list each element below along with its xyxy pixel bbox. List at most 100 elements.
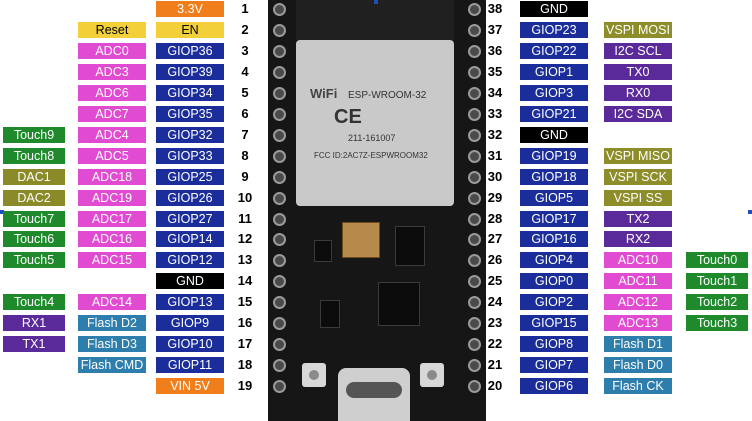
pin-hole [468,317,481,330]
edge-marker [0,210,4,214]
module-brand: WiFi [310,86,338,101]
pin-hole [273,108,286,121]
pin-label-gpio: GIOP36 [156,43,224,59]
pin-label-flash: Flash CK [604,378,672,394]
pin-label-serial: RX0 [604,85,672,101]
pin-number: 19 [237,378,253,393]
pin-label-gpio: GIOP11 [156,357,224,373]
pin-hole [273,150,286,163]
pin-label-gpio: GIOP6 [520,378,588,394]
pin-label-flash: Flash D2 [78,315,146,331]
pin-label-adc: ADC4 [78,127,146,143]
pin-label-i2c: I2C SDA [604,106,672,122]
pin-hole [273,171,286,184]
pin-label-spi: VSPI SS [604,190,672,206]
pin-number: 32 [487,127,503,142]
pin-hole [468,359,481,372]
pin-label-gnd: GND [520,127,588,143]
pin-label-gpio: GIOP0 [520,273,588,289]
pin-hole [468,45,481,58]
pin-label-adc: ADC12 [604,294,672,310]
pin-label-i2c: I2C SCL [604,43,672,59]
pin-label-gpio: GIOP39 [156,64,224,80]
pin-number: 9 [241,169,249,184]
pin-label-touch: Touch3 [686,315,748,331]
pin-number: 29 [487,190,503,205]
pin-hole [468,192,481,205]
pin-number: 10 [237,190,253,205]
pin-number: 4 [241,64,249,79]
pin-hole [273,254,286,267]
pin-number: 23 [487,315,503,330]
pin-label-gpio: GIOP35 [156,106,224,122]
pin-label-gpio: GIOP17 [520,211,588,227]
pin-label-dac: DAC1 [3,169,65,185]
pin-label-serial: TX2 [604,211,672,227]
pin-label-adc: ADC19 [78,190,146,206]
pin-label-gnd: GND [156,273,224,289]
pin-label-adc: ADC6 [78,85,146,101]
voltage-regulator [395,226,425,266]
pin-label-gpio: GIOP10 [156,336,224,352]
pin-label-touch: Touch1 [686,273,748,289]
pin-label-reset: EN [156,22,224,38]
pin-label-gpio: GIOP12 [156,252,224,268]
pin-hole [468,66,481,79]
pin-number: 7 [241,127,249,142]
en-button[interactable] [420,363,444,387]
pin-hole [468,108,481,121]
pin-number: 35 [487,64,503,79]
pin-label-gpio: GIOP21 [520,106,588,122]
pin-label-flash: Flash D0 [604,357,672,373]
pin-number: 37 [487,22,503,37]
pin-number: 33 [487,106,503,121]
pin-number: 21 [487,357,503,372]
fcc-id: FCC ID:2AC7Z-ESPWROOM32 [314,151,428,160]
pin-hole [273,87,286,100]
cert-number: 211-161007 [348,133,396,143]
pin-label-gpio: GIOP4 [520,252,588,268]
pin-number: 8 [241,148,249,163]
pin-hole [468,24,481,37]
pin-label-adc: ADC15 [78,252,146,268]
pin-label-gpio: GIOP13 [156,294,224,310]
pin-hole [468,129,481,142]
pin-hole [273,233,286,246]
pin-number: 15 [237,294,253,309]
pin-label-touch: Touch5 [3,252,65,268]
pin-number: 38 [487,1,503,16]
pin-hole [273,213,286,226]
pin-number: 17 [237,336,253,351]
usb-uart-chip [378,282,420,326]
pin-number: 3 [241,43,249,58]
pin-label-flash: Flash D3 [78,336,146,352]
pin-hole [273,338,286,351]
pin-number: 22 [487,336,503,351]
pin-number: 36 [487,43,503,58]
pin-label-gpio: GIOP9 [156,315,224,331]
pin-label-gpio: GIOP18 [520,169,588,185]
pin-label-gpio: GIOP23 [520,22,588,38]
boot-button[interactable] [302,363,326,387]
pin-label-gpio: GIOP33 [156,148,224,164]
pin-number: 30 [487,169,503,184]
esp-wroom-32-module: WiFi ESP-WROOM-32 CE 211-161007 FCC ID:2… [296,40,454,206]
pin-label-touch: Touch7 [3,211,65,227]
pin-label-spi: VSPI MOSI [604,22,672,38]
pin-label-touch: Touch4 [3,294,65,310]
pin-label-adc: ADC11 [604,273,672,289]
pin-hole [468,380,481,393]
pin-label-touch: Touch2 [686,294,748,310]
pin-label-gpio: GIOP19 [520,148,588,164]
pin-label-gpio: GIOP15 [520,315,588,331]
pin-label-spi: VSPI MISO [604,148,672,164]
pin-label-adc: ADC10 [604,252,672,268]
pin-number: 28 [487,211,503,226]
pin-label-gpio: GIOP16 [520,231,588,247]
pin-label-serial: RX1 [3,315,65,331]
pin-label-touch: Touch9 [3,127,65,143]
antenna-area [296,0,454,40]
ce-mark: CE [334,106,362,128]
pin-label-flash: Flash D1 [604,336,672,352]
pin-hole [273,66,286,79]
